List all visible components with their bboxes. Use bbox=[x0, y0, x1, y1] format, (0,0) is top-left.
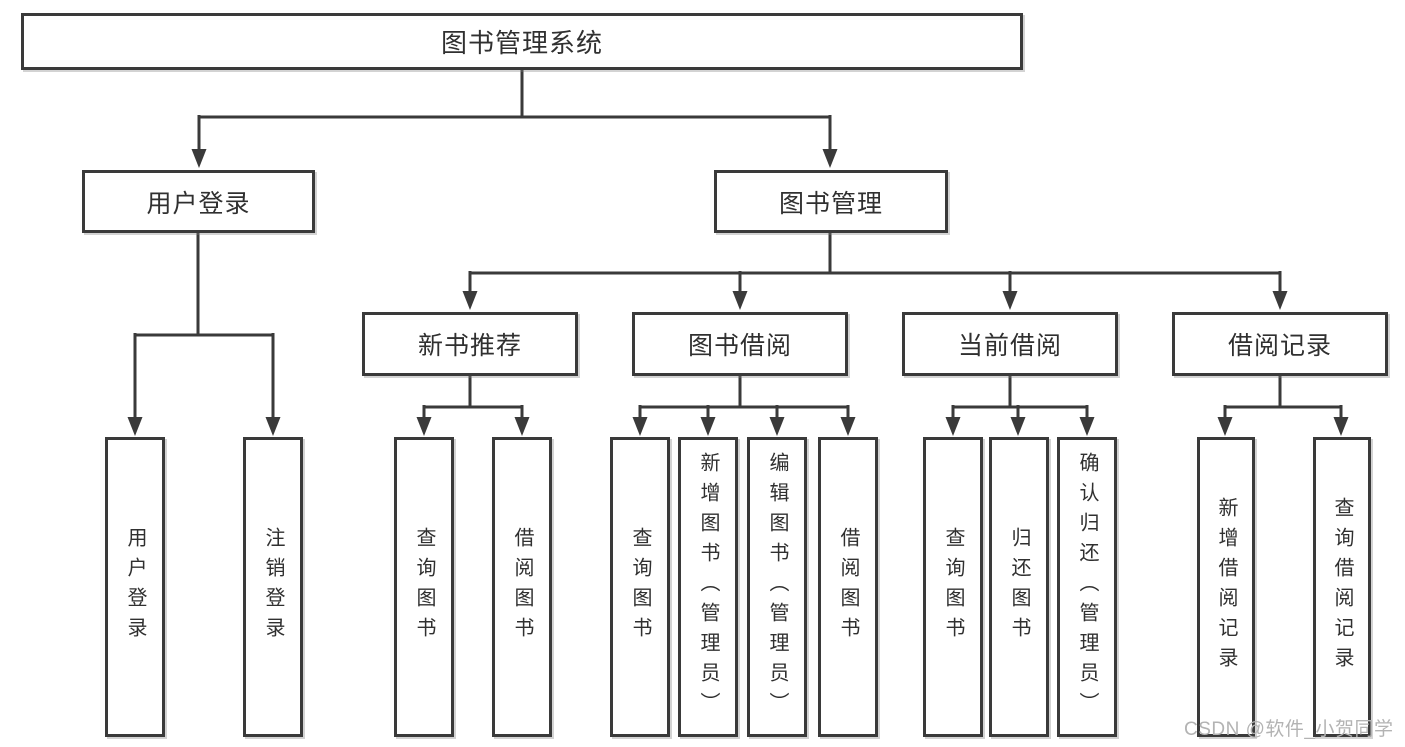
node-book-borrow: 图书借阅 bbox=[632, 312, 848, 376]
leaf-add-book-admin: 新增图书（管理员） bbox=[678, 437, 738, 737]
leaf-confirm-return-admin: 确认归还（管理员） bbox=[1057, 437, 1117, 737]
leaf-borrow-books-recommend: 借阅图书 bbox=[492, 437, 552, 737]
leaf-query-borrow-record: 查询借阅记录 bbox=[1313, 437, 1371, 737]
leaf-logout: 注销登录 bbox=[243, 437, 303, 737]
node-root-library-system: 图书管理系统 bbox=[21, 13, 1023, 70]
leaf-edit-book-admin: 编辑图书（管理员） bbox=[747, 437, 807, 737]
node-current-borrow: 当前借阅 bbox=[902, 312, 1118, 376]
node-new-book-recommend: 新书推荐 bbox=[362, 312, 578, 376]
leaf-borrow-books: 借阅图书 bbox=[818, 437, 878, 737]
leaf-query-books-recommend: 查询图书 bbox=[394, 437, 454, 737]
node-book-management: 图书管理 bbox=[714, 170, 948, 233]
node-borrow-records: 借阅记录 bbox=[1172, 312, 1388, 376]
leaf-user-login: 用户登录 bbox=[105, 437, 165, 737]
leaf-query-books-borrow: 查询图书 bbox=[610, 437, 670, 737]
leaf-return-books: 归还图书 bbox=[989, 437, 1049, 737]
csdn-watermark: CSDN @软件_小贺同学 bbox=[1184, 719, 1394, 740]
node-user-login: 用户登录 bbox=[82, 170, 315, 233]
leaf-query-books-current: 查询图书 bbox=[923, 437, 983, 737]
leaf-add-borrow-record: 新增借阅记录 bbox=[1197, 437, 1255, 737]
